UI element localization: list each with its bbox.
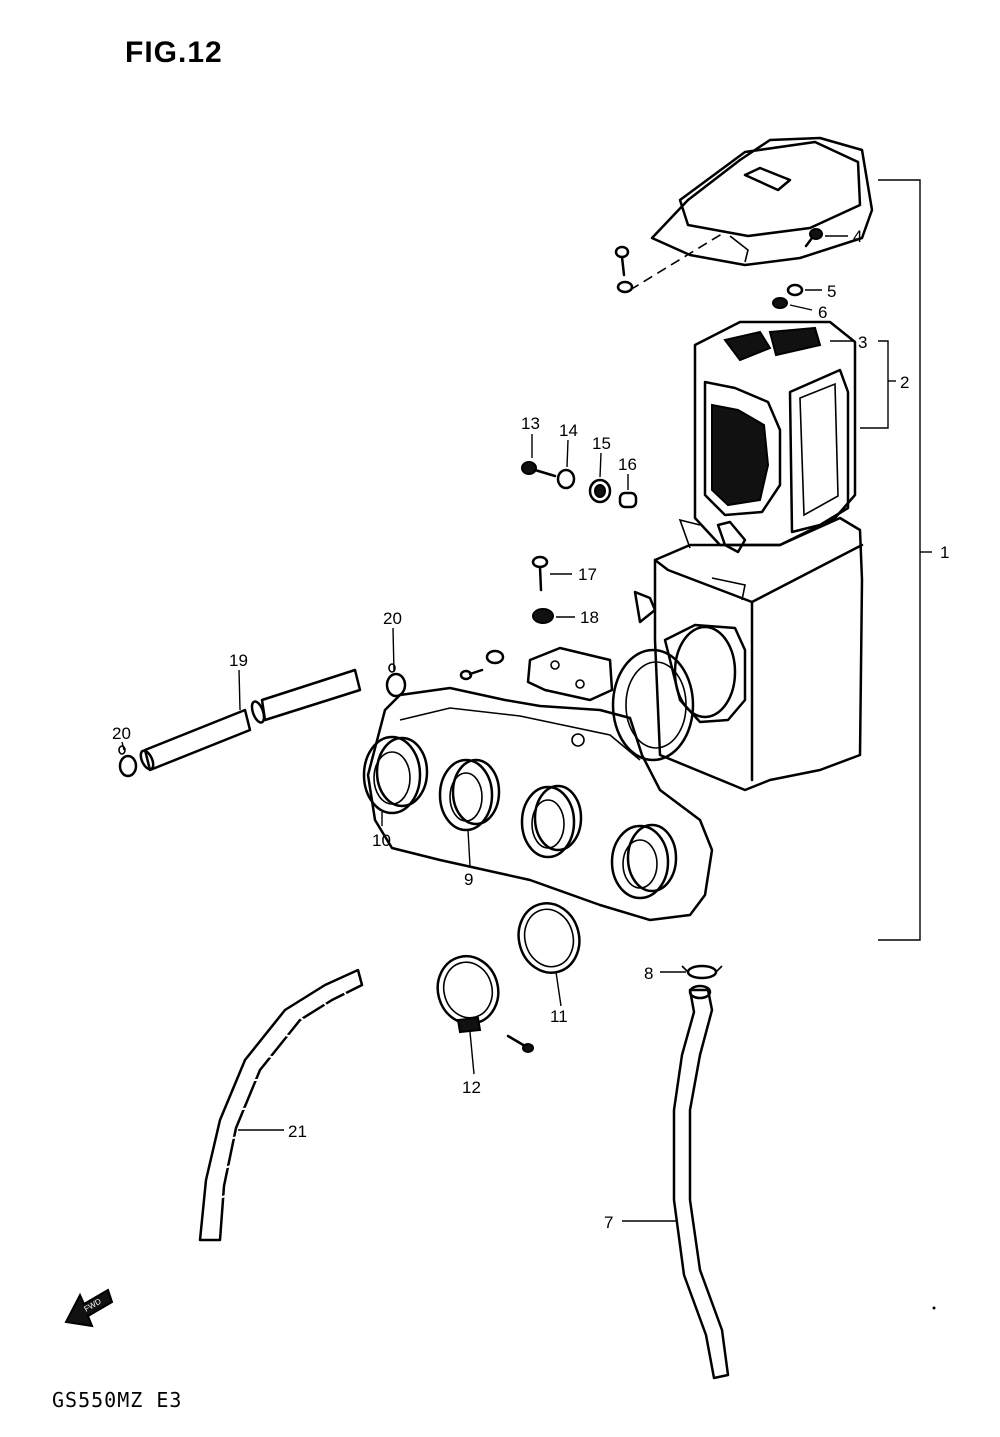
clamp-11 xyxy=(517,902,581,974)
cushion-15 xyxy=(588,478,612,504)
intake-joint-3rd xyxy=(520,784,583,859)
washer-14 xyxy=(556,468,576,490)
bracket-screws xyxy=(459,590,657,702)
callout-17: 17 xyxy=(578,565,597,584)
leader-lines xyxy=(121,235,896,1222)
hose-clip-20-lower xyxy=(118,745,138,778)
callout-14: 14 xyxy=(559,421,578,440)
callout-15: 15 xyxy=(592,434,611,453)
callout-6: 6 xyxy=(818,303,827,322)
speck-dot xyxy=(932,1306,936,1310)
callout-20-upper: 20 xyxy=(383,609,402,628)
callout-21: 21 xyxy=(288,1122,307,1141)
callout-8: 8 xyxy=(644,964,653,983)
callout-3: 3 xyxy=(858,333,867,352)
intake-joint-9 xyxy=(438,758,501,832)
intake-joint-10 xyxy=(362,735,429,815)
intake-joint-4th xyxy=(610,823,678,900)
callout-1: 1 xyxy=(940,543,949,562)
bolt-17 xyxy=(531,555,549,592)
washer-5 xyxy=(786,283,804,297)
air-cleaner-case xyxy=(653,516,864,792)
model-code: GS550MZ E3 xyxy=(52,1388,183,1412)
screw-4 xyxy=(804,228,823,248)
callout-19: 19 xyxy=(229,651,248,670)
drain-hose-7 xyxy=(672,984,730,1380)
forward-arrow: FWD xyxy=(64,1288,114,1328)
corrugated-hose-21 xyxy=(198,968,364,1242)
callout-labels: 1 2 3 4 5 6 7 8 9 10 11 12 13 14 15 16 1… xyxy=(112,227,949,1232)
gasket-ring xyxy=(611,648,695,762)
figure-title: FIG.12 xyxy=(125,36,223,69)
assembly-bracket-1 xyxy=(878,179,932,941)
callout-20-lower: 20 xyxy=(112,724,131,743)
intake-chamber xyxy=(366,686,714,922)
callout-18: 18 xyxy=(580,608,599,627)
hose-clip-8 xyxy=(681,964,723,980)
air-cleaner-cover xyxy=(629,136,874,291)
callout-9: 9 xyxy=(464,870,473,889)
bolt-13 xyxy=(521,461,557,478)
cover-screw-left xyxy=(614,245,634,294)
callout-16: 16 xyxy=(618,455,637,474)
nut-18 xyxy=(532,608,554,624)
clamp-12 xyxy=(436,955,534,1053)
callout-4: 4 xyxy=(853,227,862,246)
breather-hose-19 xyxy=(139,668,362,772)
callout-7: 7 xyxy=(604,1213,613,1232)
callout-2: 2 xyxy=(900,373,909,392)
callout-13: 13 xyxy=(521,414,540,433)
hose-clip-20-upper xyxy=(385,663,407,698)
callout-12: 12 xyxy=(462,1078,481,1097)
callout-11: 11 xyxy=(550,1007,568,1026)
callout-10: 10 xyxy=(372,831,391,850)
grommet-6 xyxy=(772,297,788,309)
collar-16 xyxy=(618,491,638,509)
callout-5: 5 xyxy=(827,282,836,301)
air-cleaner-element xyxy=(693,320,857,554)
